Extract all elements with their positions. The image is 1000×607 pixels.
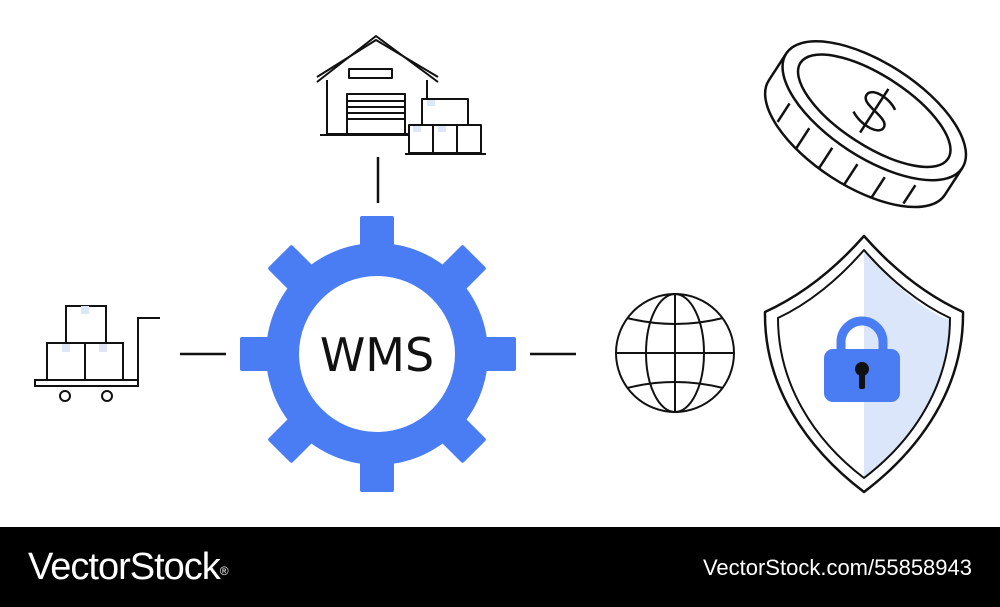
coin-icon (763, 40, 968, 209)
registered-mark: ® (219, 564, 229, 578)
footer-bar: VectorStock® VectorStock.com/55858943 (0, 527, 1000, 607)
image-id: VectorStock.com/55858943 (702, 555, 972, 580)
gear-center-label: WMS (320, 328, 434, 382)
globe-icon (615, 293, 735, 413)
brand-logo: VectorStock® (28, 543, 229, 591)
shield-lock-icon (763, 234, 965, 494)
warehouse-icon (316, 35, 486, 155)
hand-truck-boxes-icon (34, 305, 160, 402)
gear-icon: WMS (240, 216, 516, 492)
illustration-art: WMS (34, 35, 968, 494)
padlock-shackle (836, 316, 888, 352)
brand-name: VectorStock (28, 546, 221, 588)
connector-lines (180, 157, 576, 356)
